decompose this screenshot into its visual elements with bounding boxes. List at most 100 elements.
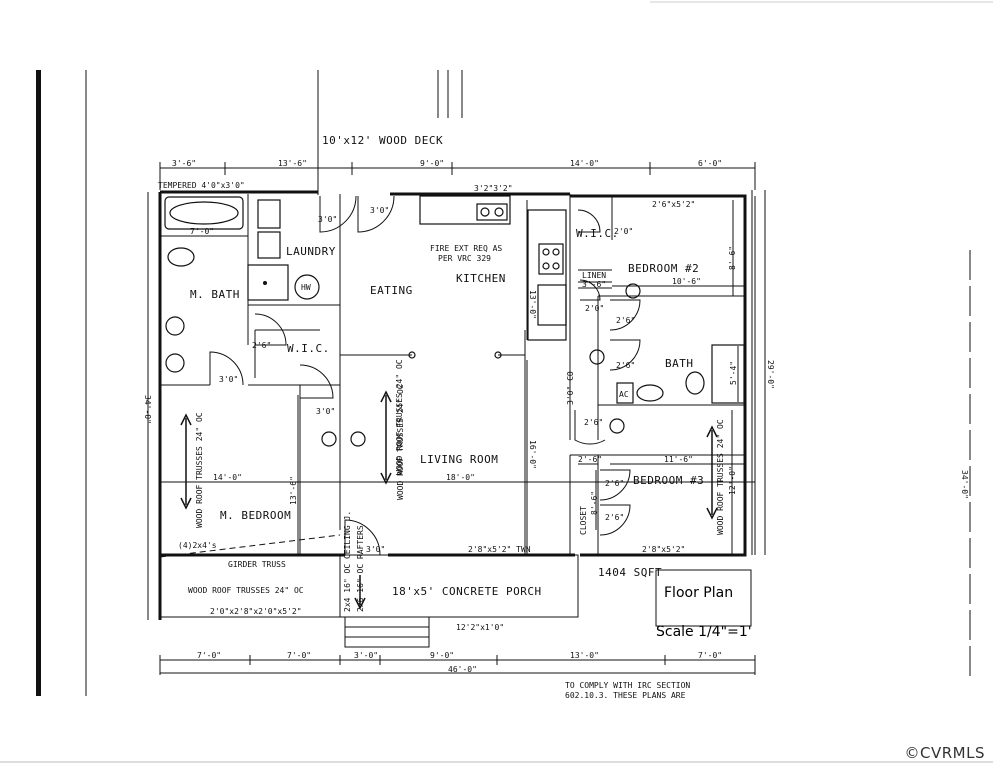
- dim-bed2-d: 8'-6": [728, 246, 737, 270]
- door-label: 2'0": [585, 304, 604, 313]
- ceiling-label: 2x4 16" OC CEILING J.: [343, 511, 352, 612]
- porch: [159, 534, 579, 648]
- interior-dimension-lines: [160, 196, 756, 555]
- bottom-dim-4: 9'-0": [430, 651, 454, 660]
- living-trusses-label-2: WOOD ROOF TRUSSES 24" OC: [396, 384, 405, 500]
- legend-box: [655, 569, 752, 627]
- bedroom3-window-label: 2'8"x5'2": [642, 545, 685, 554]
- kitchen-window-label: 3'2"3'2": [474, 184, 513, 193]
- dim-bed3-w: 11'-6": [664, 455, 693, 464]
- interior-walls: [160, 194, 745, 555]
- sqft-label: 1404 SQFT: [598, 566, 662, 579]
- bathtub-basin: [169, 201, 239, 225]
- bottom-dim-5: 13'-0": [570, 651, 599, 660]
- dim-mbath-w: 7'-0": [190, 227, 214, 236]
- dim-mbed-d: 13'-6": [289, 476, 298, 505]
- door-swings: [209, 195, 641, 556]
- porch-trusses-label: WOOD ROOF TRUSSES 24" OC: [188, 586, 304, 595]
- master-trusses-label: WOOD ROOF TRUSSES 24" OC: [195, 412, 204, 528]
- living-window-label: 2'8"x5'2" TWN: [468, 545, 531, 554]
- overall-depth-right: 29'-0": [766, 360, 775, 389]
- top-dim-5: 6'-0": [698, 159, 722, 168]
- smoke-detector: [625, 283, 641, 299]
- range: [538, 243, 564, 275]
- room-laundry: LAUNDRY: [286, 245, 336, 258]
- ac-label: AC: [619, 390, 629, 399]
- right-margin-dim: 34'-0": [960, 470, 969, 499]
- shower-drain: [263, 281, 267, 285]
- deck-label: 10'x12' WOOD DECK: [322, 134, 443, 147]
- dim-closet-d: 8'-6": [590, 491, 599, 515]
- dim-closet-w: 2'-6": [578, 455, 602, 464]
- room-wic-master: W.I.C.: [287, 342, 330, 355]
- room-linen: LINEN: [582, 271, 606, 280]
- toilet-2: [685, 371, 705, 395]
- sink: [165, 353, 185, 373]
- door-label: 2'6": [584, 418, 603, 427]
- smoke-detector: [609, 418, 625, 434]
- room-living: LIVING ROOM: [420, 453, 498, 466]
- legend-scale: Scale 1/4"=1': [656, 624, 752, 640]
- truss-arrows: [180, 390, 718, 610]
- girder-label: (4)2x4's: [178, 541, 217, 550]
- top-dim-1: 3'-6": [172, 159, 196, 168]
- comply-note-1: TO COMPLY WITH IRC SECTION: [565, 681, 690, 690]
- toilet: [167, 247, 195, 267]
- fire-ext-note-2: PER VRC 329: [438, 254, 491, 263]
- smoke-detector: [321, 431, 337, 447]
- washer: [257, 199, 281, 229]
- room-bedroom-2: BEDROOM #2: [628, 262, 699, 275]
- bedroom3-trusses-label: WOOD ROOF TRUSSES 24" OC: [716, 419, 725, 535]
- dim-mbed-w: 14'-0": [213, 473, 242, 482]
- door-label: 3'0": [370, 206, 389, 215]
- door-label: 3'0" CO: [566, 371, 575, 405]
- door-label: 2'0": [614, 227, 633, 236]
- smoke-detector: [350, 431, 366, 447]
- room-closet: CLOSET: [579, 506, 588, 535]
- dim-bed3-d: 12'-0": [728, 466, 737, 495]
- fire-ext-note: FIRE EXT REQ AS: [430, 244, 502, 253]
- bottom-dim-6: 7'-0": [698, 651, 722, 660]
- tempered-window-label: TEMPERED 4'0"x3'0": [158, 181, 245, 190]
- door-label: 2'6": [616, 361, 635, 370]
- comply-note-2: 602.10.3. THESE PLANS ARE: [565, 691, 686, 700]
- fixtures: [164, 195, 745, 447]
- ceiling-fan: [494, 351, 502, 359]
- shower: [247, 264, 289, 301]
- bottom-dim-3: 3'-0": [354, 651, 378, 660]
- overall-width: 46'-0": [448, 665, 477, 674]
- ac-unit: [616, 382, 634, 404]
- kitchen-counter: [419, 195, 511, 225]
- room-porch: 18'x5' CONCRETE PORCH: [392, 585, 542, 598]
- kitchen-sink: [476, 203, 508, 221]
- sink-basin: [494, 207, 504, 217]
- bedroom2-window-label: 2'6"x5'2": [652, 200, 695, 209]
- bathtub: [164, 196, 244, 230]
- rafters-label: 2x6 16" OC RAFTERS: [356, 525, 365, 612]
- girder-truss-line: [159, 534, 341, 558]
- girder-truss-label: GIRDER TRUSS: [228, 560, 286, 569]
- dim-linen-w: 3'-6": [582, 280, 606, 289]
- sink-basin: [480, 207, 490, 217]
- room-m-bedroom: M. BEDROOM: [220, 509, 291, 522]
- sink: [165, 316, 185, 336]
- dim-living-w: 18'-0": [446, 473, 475, 482]
- door-label: 3'0": [318, 215, 337, 224]
- top-dim-4: 14'-0": [570, 159, 599, 168]
- left-binding-bar: [36, 70, 41, 696]
- refrigerator: [537, 284, 567, 326]
- door-label: 2'6": [605, 513, 624, 522]
- top-dim-2: 13'-6": [278, 159, 307, 168]
- dim-bed2-w: 10'-6": [672, 277, 701, 286]
- door-label: 3'0": [316, 407, 335, 416]
- kitchen-counter: [527, 209, 567, 341]
- room-kitchen: KITCHEN: [456, 272, 506, 285]
- smoke-detector: [589, 349, 605, 365]
- bath-tub-2: [711, 344, 745, 404]
- top-dim-3: 9'-0": [420, 159, 444, 168]
- overall-depth-left: 34'-0": [143, 395, 152, 424]
- door-label: 3'0": [219, 375, 238, 384]
- door-label: 2'6": [616, 316, 635, 325]
- porch-windows-label: 2'0"x2'8"x2'0"x5'2": [210, 607, 302, 616]
